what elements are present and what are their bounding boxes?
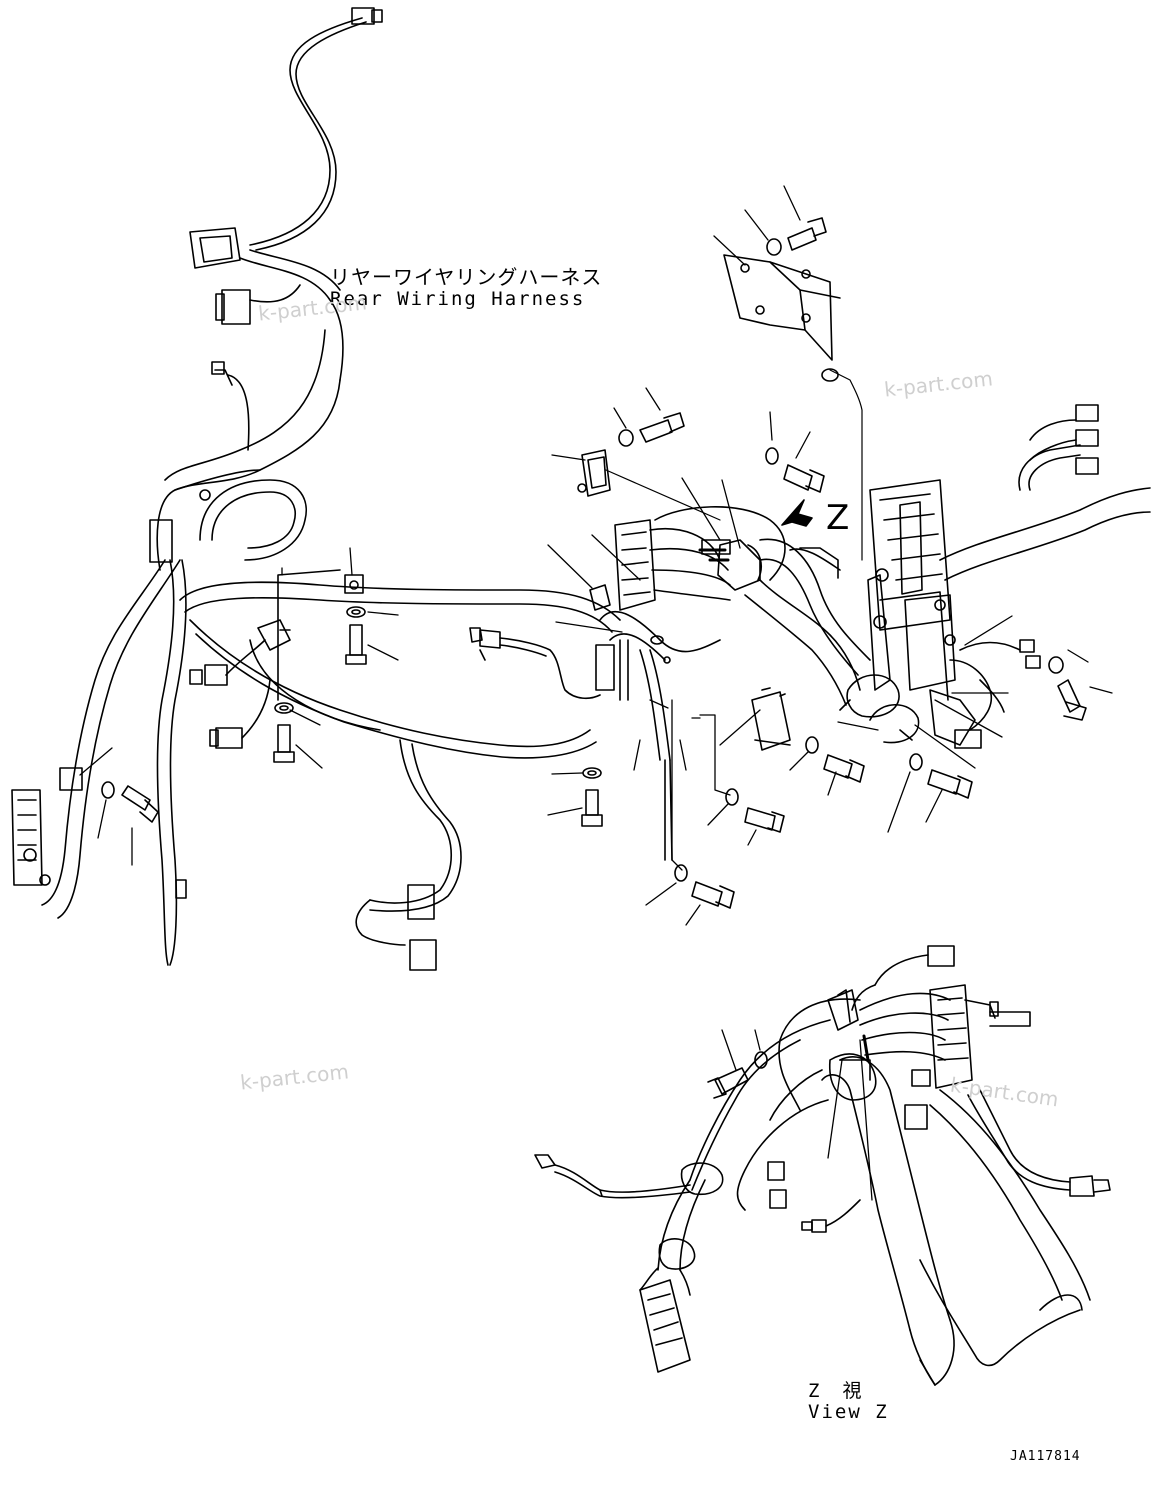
center-connector-group <box>589 506 871 861</box>
right-control-box <box>839 404 1151 749</box>
left-mount-bolts <box>101 781 159 823</box>
leader-lines-top <box>713 185 811 459</box>
left-loop-connectors <box>189 639 271 749</box>
leader-lines-right <box>837 615 1113 769</box>
rear-harness-upper-lead <box>211 361 250 451</box>
top-mount-bracket <box>723 217 863 561</box>
view-label-english: View Z <box>808 1401 889 1423</box>
view-label-japanese: Z 視 <box>808 1380 864 1402</box>
small-bracket-top <box>577 412 721 521</box>
leader-lines-left <box>79 547 399 866</box>
view-z-detail <box>534 945 1111 1386</box>
right-upper-bolts <box>765 447 825 493</box>
rear-harness-trunk <box>41 329 341 966</box>
rear-harness-bottom-connector <box>11 789 51 886</box>
rear-harness-top-lead <box>249 7 383 251</box>
leader-lines-view-z <box>721 1029 873 1201</box>
center-to-right-pipe <box>744 579 861 706</box>
pressure-sensor-left <box>469 627 601 700</box>
left-clamp-assembly <box>257 569 367 763</box>
rear-harness-connector-cluster <box>189 227 344 381</box>
center-bolts <box>581 687 973 909</box>
leader-lines-center <box>547 387 943 926</box>
rear-harness-label-english: Rear Wiring Harness <box>330 288 586 310</box>
rear-harness-label-japanese: リヤーワイヤリングハーネス <box>330 265 603 289</box>
drawing-code: JA117814 <box>1010 1449 1081 1464</box>
view-z-arrow <box>781 499 813 527</box>
main-harness-loop <box>179 581 621 971</box>
right-side-bolts <box>1048 656 1087 721</box>
view-marker-letter: Z <box>826 498 850 538</box>
